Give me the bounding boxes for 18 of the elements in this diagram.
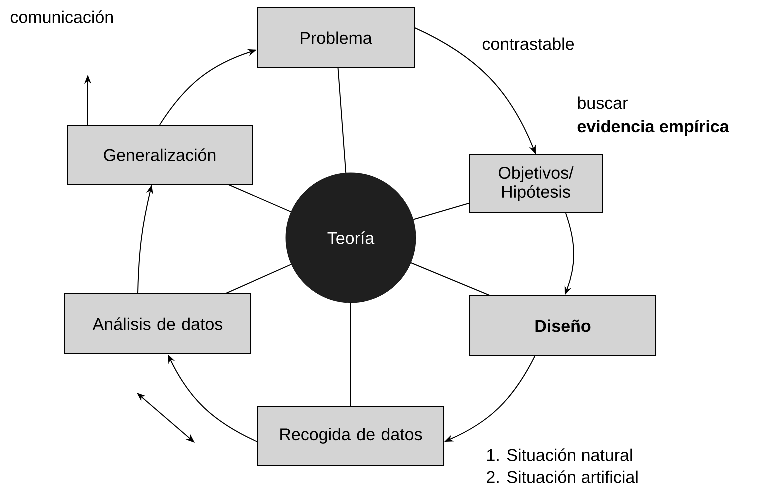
box: Diseño	[470, 296, 656, 356]
box: Generalización	[67, 125, 253, 185]
box: Problema	[257, 8, 415, 68]
label: contrastable	[482, 38, 574, 50]
box: Análisis de datos	[64, 294, 252, 354]
label: buscar	[578, 96, 628, 110]
label: evidencia empírica	[578, 120, 730, 136]
box: Recogida de datos	[258, 406, 444, 466]
label: 2. Situación artificial	[487, 470, 638, 484]
box: Objetivos/ Hipótesis	[469, 154, 603, 214]
connector-line	[226, 264, 292, 294]
connector-line	[228, 184, 292, 213]
connector-line	[410, 262, 490, 296]
connector-line	[338, 68, 347, 174]
connector-line	[350, 302, 352, 406]
label: 1. Situación natural	[488, 448, 632, 462]
connector-line	[413, 203, 470, 220]
label: comunicación	[10, 10, 114, 24]
